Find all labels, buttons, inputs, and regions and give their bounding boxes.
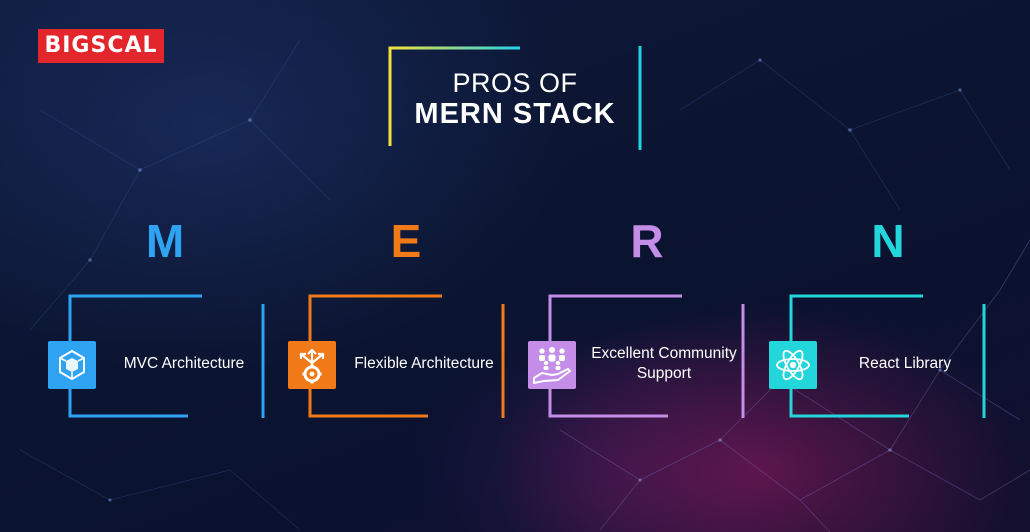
title-frame-border	[388, 46, 642, 150]
card-mvc-architecture: MVC Architecture	[44, 294, 266, 420]
card-label: Excellent Community Support	[591, 345, 737, 382]
card-label: React Library	[858, 355, 952, 372]
card-label: MVC Architecture	[123, 355, 245, 372]
card-flexible-architecture: Flexible Architecture	[284, 294, 506, 420]
brand-logo: BIGSCAL	[38, 29, 164, 63]
react-atom-icon	[769, 341, 817, 389]
community-hand-icon	[528, 341, 576, 389]
tile-cube-icon	[48, 341, 96, 389]
gear-arrows-icon	[288, 341, 336, 389]
cube-icon	[48, 341, 96, 389]
title-line-2: MERN STACK	[414, 98, 616, 130]
letter-m: M	[145, 215, 185, 267]
card-frame	[308, 294, 505, 418]
title-frame: PROS OF MERN STACK	[388, 46, 642, 150]
letter-n: N	[871, 215, 905, 267]
letter-r: R	[630, 215, 664, 267]
card-excellent-community-support: Excellent Community Support	[524, 294, 746, 420]
card-frame	[789, 294, 986, 418]
letter-e: E	[390, 215, 422, 267]
card-label: Flexible Architecture	[354, 355, 494, 372]
tile-community-hand-icon	[528, 341, 576, 389]
tile-gear-arrows-icon	[288, 341, 336, 389]
card-react-library: React Library	[765, 294, 987, 420]
card-frame	[548, 294, 745, 418]
title-line-1: PROS OF	[452, 68, 578, 98]
card-frame	[68, 294, 265, 418]
tile-react-atom-icon	[769, 341, 817, 389]
